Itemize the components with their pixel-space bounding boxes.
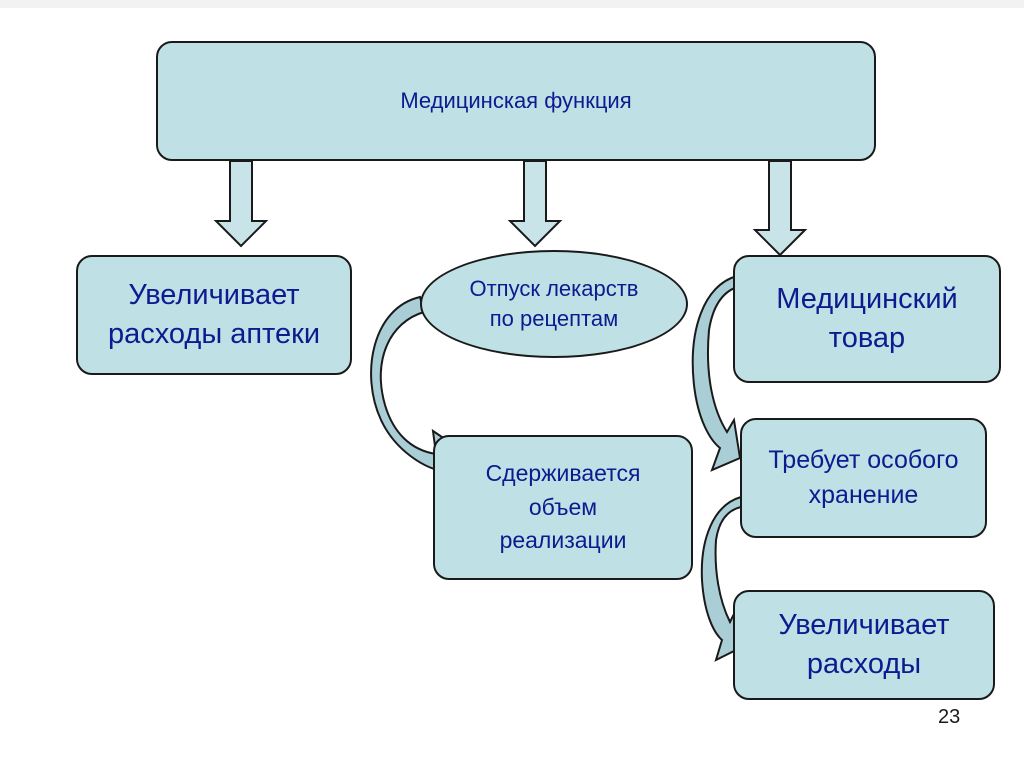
slide-top-strip <box>0 0 1024 8</box>
down-arrow-center <box>507 160 563 248</box>
increases-costs-box: Увеличивает расходы <box>733 590 995 700</box>
special-storage-label: Требует особого хранение <box>768 446 959 509</box>
increases-costs-label: Увеличивает расходы <box>778 608 950 680</box>
prescription-dispensing-label: Отпуск лекарств по рецептам <box>469 276 639 331</box>
curved-arrow-storage-to-costs <box>700 495 744 662</box>
curved-arrow-product-to-storage <box>691 274 742 472</box>
down-arrow-left <box>213 160 269 248</box>
down-arrow-right <box>752 160 808 257</box>
increases-pharmacy-costs-label: Увеличивает расходы аптеки <box>107 278 321 350</box>
prescription-dispensing-oval: Отпуск лекарств по рецептам <box>420 250 688 358</box>
medical-product-label: Медицинский товар <box>776 282 958 354</box>
increases-pharmacy-costs-box: Увеличивает расходы аптеки <box>76 255 352 375</box>
sales-restrained-label: Сдерживается объем реализации <box>485 460 641 554</box>
medical-product-box: Медицинский товар <box>733 255 1001 383</box>
slide-page-number: 23 <box>938 706 961 728</box>
medical-function-box: Медицинская функция <box>156 41 876 161</box>
medical-function-label: Медицинская функция <box>400 88 632 113</box>
sales-restrained-box: Сдерживается объем реализации <box>433 435 693 580</box>
special-storage-box: Требует особого хранение <box>740 418 987 538</box>
